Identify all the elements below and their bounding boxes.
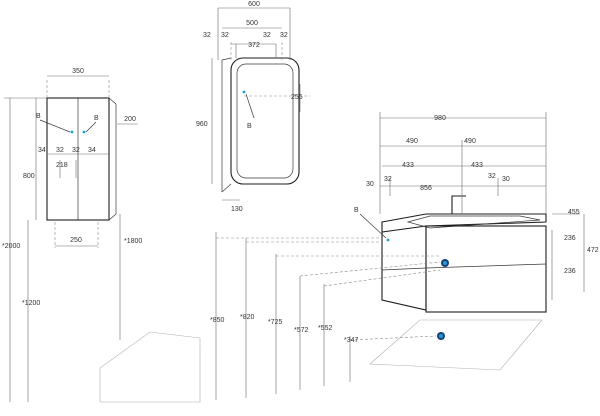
mirror-depth: 130 [231, 206, 243, 213]
vanity-drawer-bottom: 236 [564, 268, 576, 275]
mirror-height: 960 [196, 121, 208, 128]
cabinet-inner-height: 218 [56, 162, 68, 169]
mirror-side-height: 255 [291, 94, 303, 101]
mirror-width-inner: 372 [248, 42, 260, 49]
vanity-inner-width: 856 [420, 185, 432, 192]
cabinet-floor-height: *1800 [124, 238, 142, 245]
cabinet-width-bottom: 250 [70, 237, 82, 244]
mirror-edge-tl-a: 32 [203, 32, 211, 39]
vanity-height-820: *820 [240, 314, 255, 321]
mirror-edge-tr-a: 32 [263, 32, 271, 39]
mirror-width-mid: 500 [246, 20, 258, 27]
vanity-marker: B [354, 207, 359, 214]
vanity-half-right: 490 [464, 138, 476, 145]
vanity-unit: 980 490 490 433 433 30 32 856 32 30 B 45… [210, 112, 599, 400]
cabinet-left-offset: 34 [38, 147, 46, 154]
vanity-gap-left: 32 [384, 176, 392, 183]
cabinet-floor-plane [99, 331, 201, 403]
vanity-offset-left: 433 [402, 162, 414, 169]
mirror-edge-tr-b: 32 [280, 32, 288, 39]
vanity-height-725: *725 [268, 319, 283, 326]
vanity-total-height: 472 [587, 247, 599, 254]
cabinet-mount-height: *2000 [2, 243, 20, 250]
cabinet-height: 800 [23, 173, 35, 180]
cabinet-depth: 200 [124, 116, 136, 123]
vanity-height-572: *572 [294, 327, 309, 334]
vanity-faucet [451, 195, 466, 214]
mirror-edge-tl-b: 32 [221, 32, 229, 39]
cabinet-inner-b: 32 [72, 147, 80, 154]
vanity-height-850: *850 [210, 317, 225, 324]
vanity-floor-plane [369, 319, 543, 371]
cabinet-right-offset: 34 [88, 147, 96, 154]
cabinet-marker-left: B [36, 113, 41, 120]
cabinet-width-top: 350 [72, 68, 84, 75]
vanity-width: 980 [434, 115, 446, 122]
cabinet-bottom-height: *1200 [22, 300, 40, 307]
cabinet-marker-right-dot [82, 130, 86, 134]
cabinet-inner-a: 32 [56, 147, 64, 154]
vanity-offset-right: 433 [471, 162, 483, 169]
cabinet-marker-left-dot [70, 130, 74, 134]
cabinet-marker-right: B [94, 115, 99, 122]
mirror-marker: B [247, 123, 252, 130]
vanity-marker-dot [386, 238, 390, 242]
vanity-edge-left: 30 [366, 181, 374, 188]
vanity-depth: 455 [568, 209, 580, 216]
mirror-marker-dot [242, 90, 246, 94]
vanity-height-347: *347 [344, 337, 359, 344]
vanity-height-552: *552 [318, 325, 333, 332]
mirror-body [230, 57, 300, 185]
mirror: 600 500 32 32 32 32 372 255 960 B 130 [196, 1, 310, 213]
vanity-half-left: 490 [406, 138, 418, 145]
vanity-countertop [381, 213, 547, 233]
vanity-edge-right: 30 [502, 176, 510, 183]
vanity-gap-right: 32 [488, 173, 496, 180]
mirror-frame-inner [236, 63, 294, 179]
vanity-front [425, 225, 547, 313]
wall-cabinet: 350 200 B B 34 32 32 34 218 800 250 *200… [2, 68, 201, 403]
mirror-width-outer: 600 [248, 1, 260, 8]
vanity-drawer-top: 236 [564, 235, 576, 242]
